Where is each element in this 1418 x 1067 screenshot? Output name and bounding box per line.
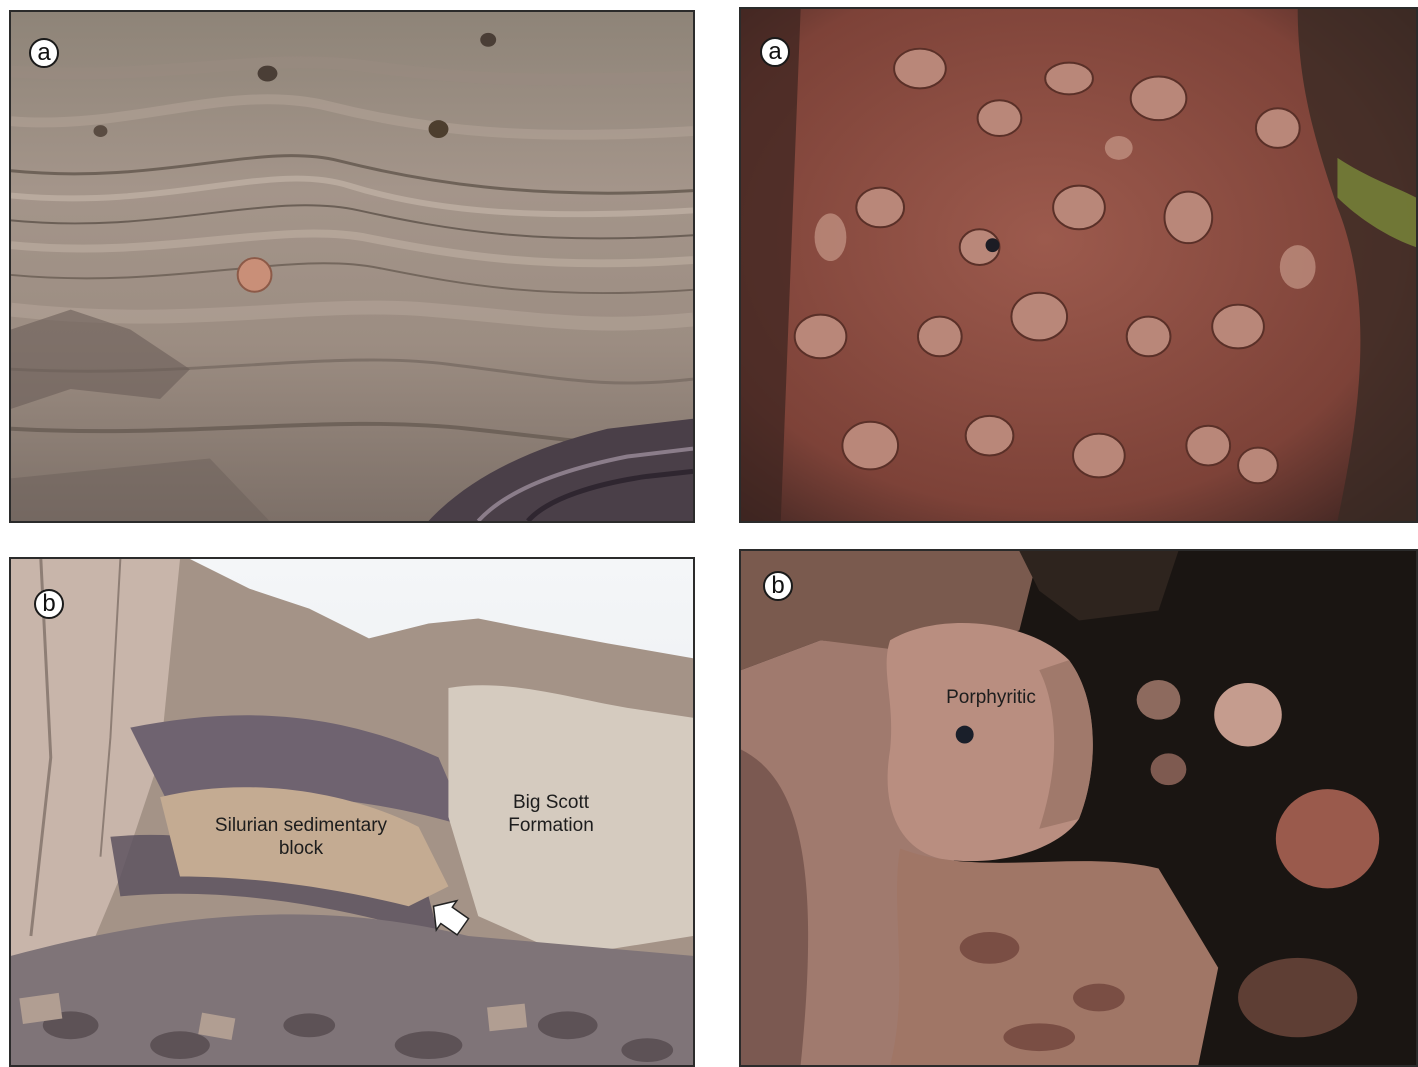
laminated-rock-image	[11, 12, 693, 521]
outcrop-image	[11, 559, 693, 1065]
arrow-marker	[432, 899, 470, 936]
conglomerate-image	[741, 9, 1416, 521]
label-porphyritic: Porphyritic	[946, 687, 1036, 708]
label-silurian-sedimentary-block: Silurian sedimentary block	[181, 814, 421, 860]
panel-label-badge: a	[760, 37, 790, 67]
photo-outcrop: b Silurian sedimentary block Big Scott F…	[9, 557, 695, 1067]
label-line: Big Scott	[512, 792, 590, 813]
photo-conglomerate: a	[739, 7, 1418, 523]
label-big-scott-formation: Big Scott Formation	[481, 791, 621, 837]
panel-label-badge: b	[763, 571, 793, 601]
porphyritic-clast-image	[741, 551, 1416, 1065]
photo-porphyritic-clast: b Porphyritic	[739, 549, 1418, 1067]
label-line: Formation	[508, 815, 594, 836]
label-line: block	[278, 838, 324, 859]
panel-label-badge: a	[29, 38, 59, 68]
photo-laminated-rock: a	[9, 10, 695, 523]
label-line: Silurian sedimentary	[214, 815, 388, 836]
panel-label-badge: b	[34, 589, 64, 619]
